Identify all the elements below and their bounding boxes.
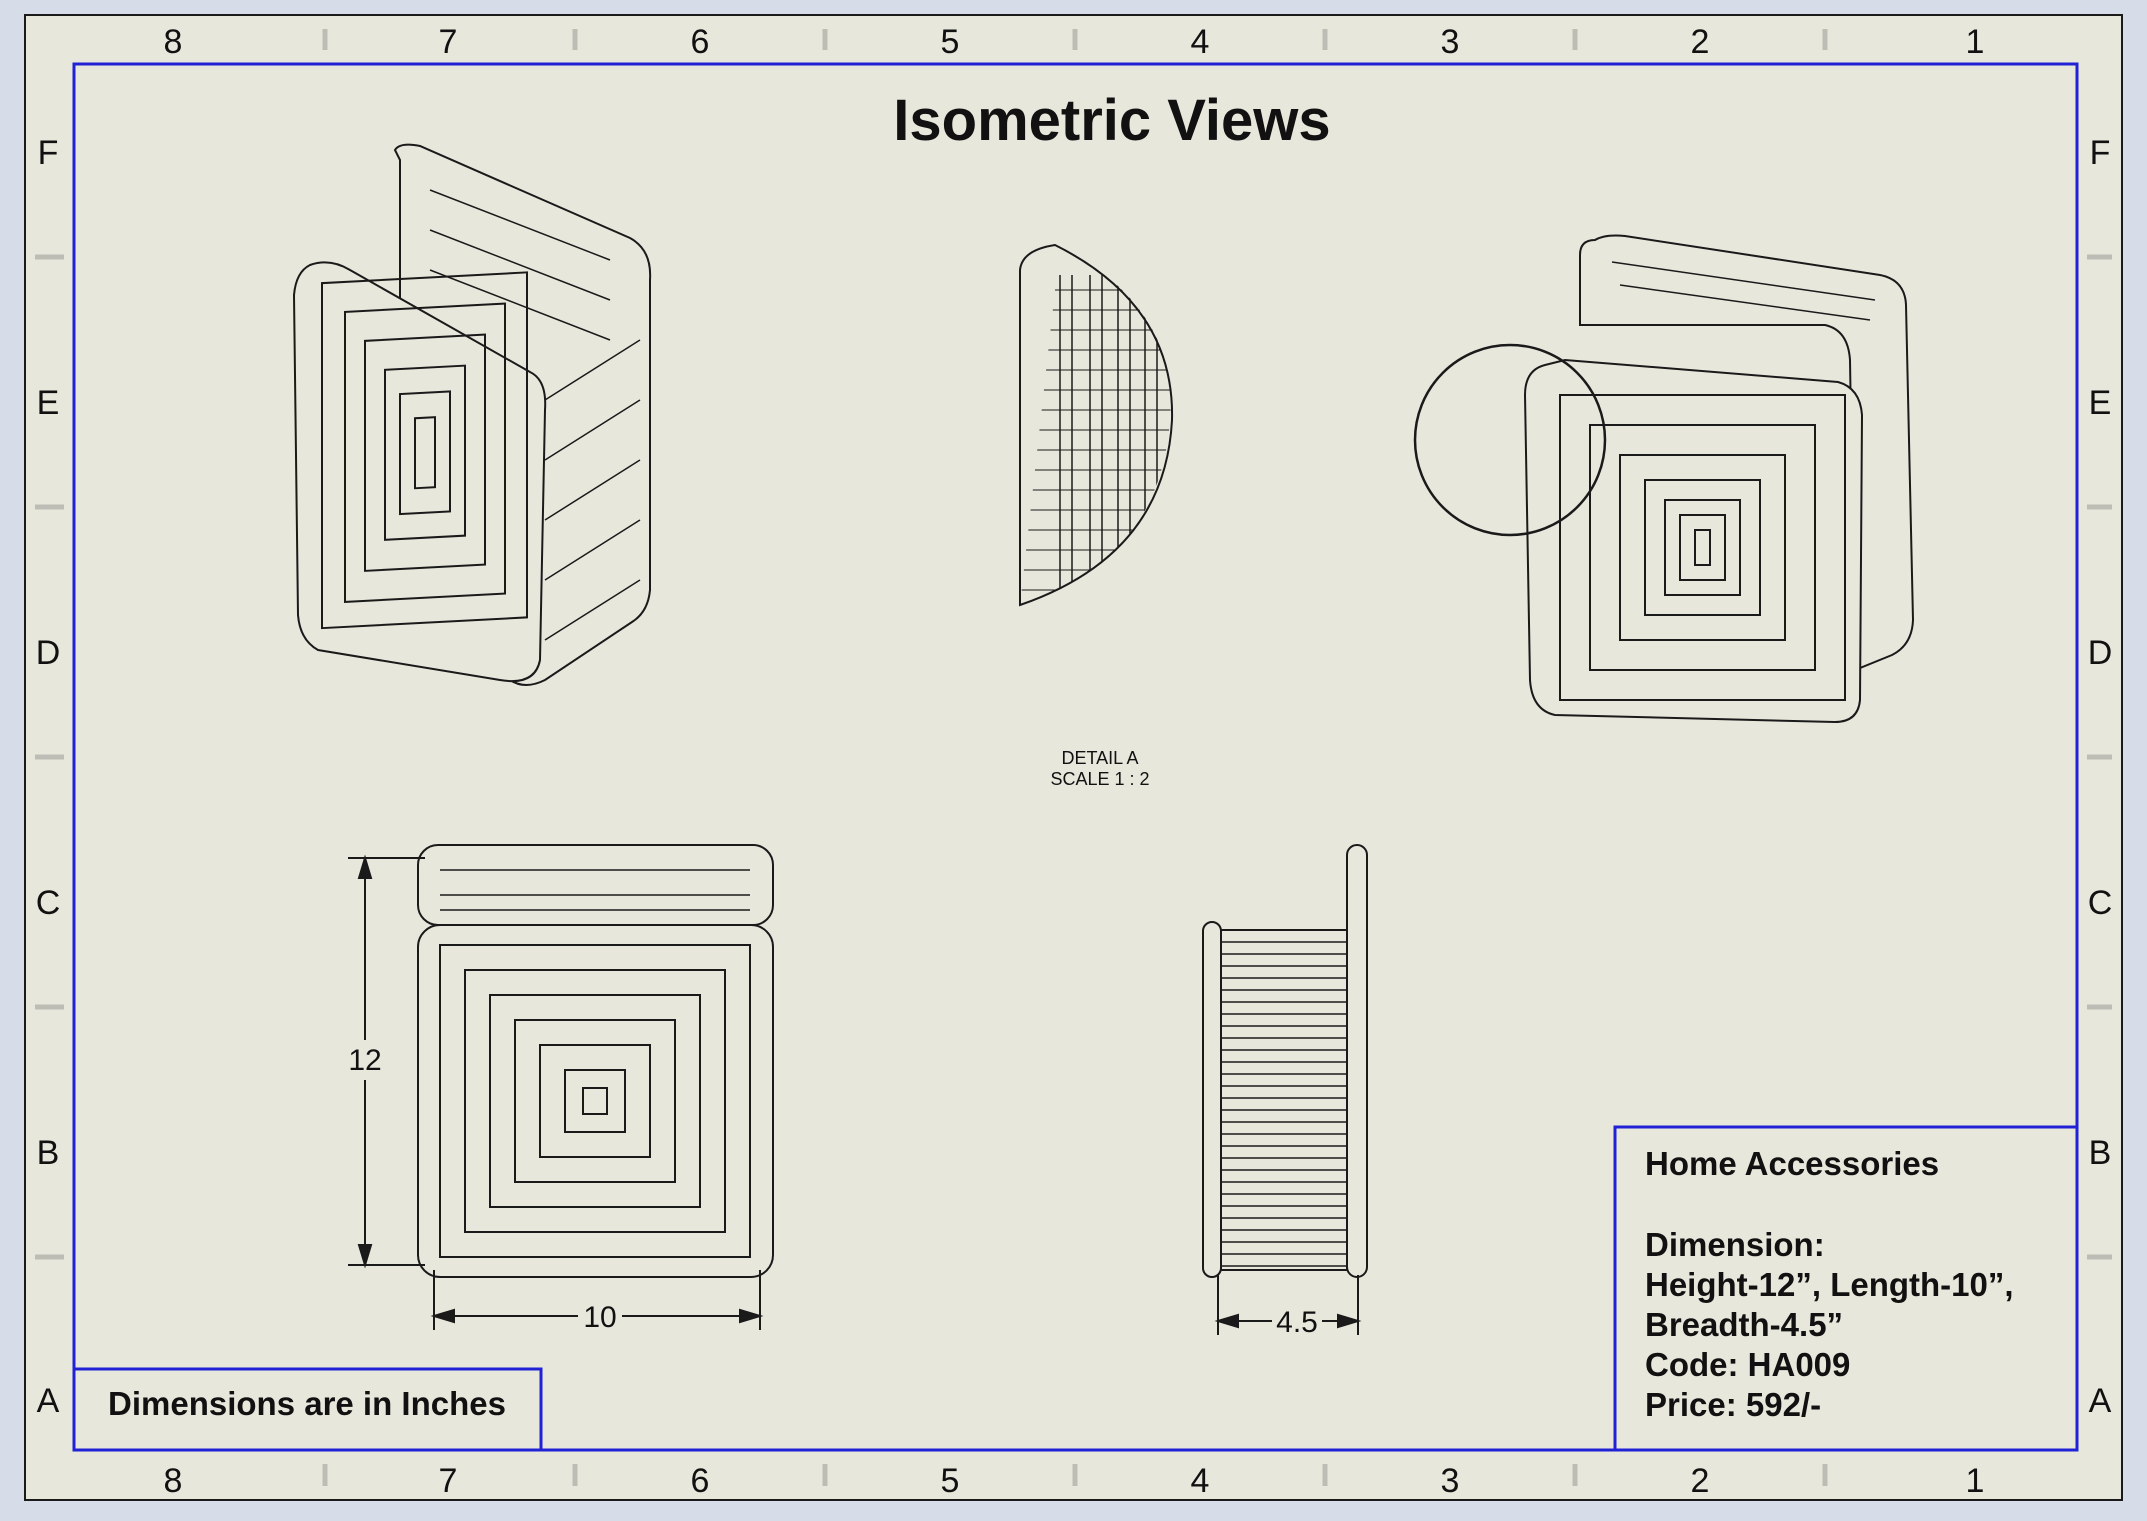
- length-dimension-value: 10: [583, 1301, 616, 1334]
- column-label-top: 3: [1441, 23, 1460, 61]
- zone-ticks: [35, 29, 2112, 1486]
- column-label-bottom: 3: [1441, 1462, 1460, 1500]
- row-label-left: E: [37, 384, 60, 422]
- detail-a-view: [1019, 243, 1174, 607]
- breadth-dimension-value: 4.5: [1276, 1306, 1318, 1339]
- column-label-bottom: 1: [1966, 1462, 1985, 1500]
- row-label-right: E: [2089, 384, 2112, 422]
- column-label-bottom: 6: [691, 1462, 710, 1500]
- row-label-left: B: [37, 1134, 60, 1172]
- height-dimension: [348, 854, 425, 1269]
- title-block-dimension-line1: Height-12”, Length-10”,: [1645, 1266, 2014, 1303]
- title-block-dimension-label: Dimension:: [1645, 1226, 1825, 1263]
- side-view: [1202, 844, 1368, 1278]
- side-slats: [1221, 941, 1347, 1267]
- column-label-bottom: 4: [1191, 1462, 1210, 1500]
- isometric-view-right: [1413, 234, 1915, 724]
- row-label-right: A: [2089, 1382, 2112, 1420]
- row-label-left: A: [37, 1382, 60, 1420]
- row-label-left: F: [38, 134, 59, 172]
- column-label-bottom: 5: [941, 1462, 960, 1500]
- column-label-bottom: 2: [1691, 1462, 1710, 1500]
- title-block: [1613, 1125, 2079, 1452]
- column-label-top: 1: [1966, 23, 1985, 61]
- title-block-price: Price: 592/-: [1645, 1386, 1821, 1423]
- units-note: Dimensions are in Inches: [108, 1385, 506, 1422]
- title-block-code: Code: HA009: [1645, 1346, 1850, 1383]
- column-label-bottom: 7: [439, 1462, 458, 1500]
- detail-label: DETAIL A: [1061, 748, 1138, 768]
- isometric-view-left: [292, 143, 652, 686]
- breadth-dimension: [1214, 1275, 1362, 1335]
- row-label-left: D: [36, 634, 61, 672]
- drawing-border: [72, 62, 2079, 1452]
- column-label-top: 7: [439, 23, 458, 61]
- detail-a-circle: [1413, 343, 1607, 537]
- row-label-right: C: [2088, 884, 2113, 922]
- page-title: Isometric Views: [893, 88, 1330, 153]
- column-label-bottom: 8: [164, 1462, 183, 1500]
- column-label-top: 8: [164, 23, 183, 61]
- row-label-right: D: [2088, 634, 2113, 672]
- detail-scale: SCALE 1 : 2: [1050, 769, 1149, 789]
- height-dimension-value: 12: [348, 1044, 381, 1077]
- row-label-right: B: [2089, 1134, 2112, 1172]
- units-note-box: [72, 1367, 543, 1452]
- column-label-top: 2: [1691, 23, 1710, 61]
- title-block-dimension-line2: Breadth-4.5”: [1645, 1306, 1843, 1343]
- length-dimension: [430, 1270, 764, 1330]
- column-label-top: 4: [1191, 23, 1210, 61]
- front-view: [417, 844, 774, 1278]
- column-label-top: 6: [691, 23, 710, 61]
- row-label-right: F: [2090, 134, 2111, 172]
- title-block-category: Home Accessories: [1645, 1145, 1939, 1182]
- column-label-top: 5: [941, 23, 960, 61]
- row-label-left: C: [36, 884, 61, 922]
